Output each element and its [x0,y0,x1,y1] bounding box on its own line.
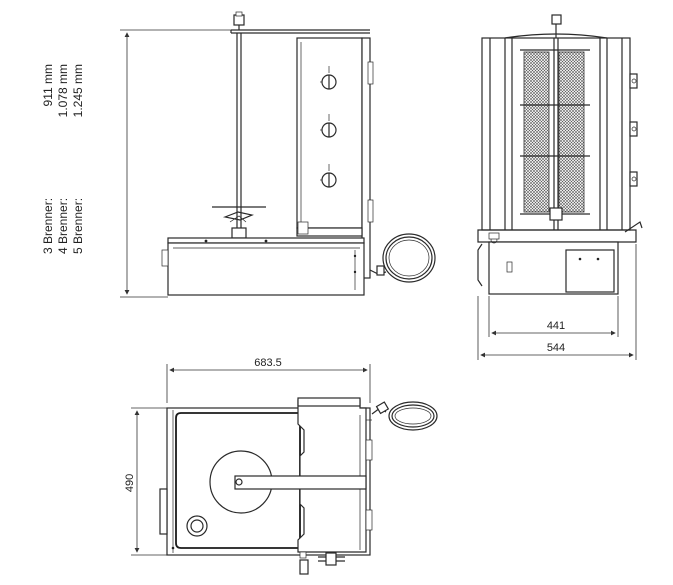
burner-spec-block: 3 Brenner: 911 mm 4 Brenner: 1.078 mm 5 … [41,64,85,254]
dimension-depth: 490 [124,407,167,556]
burner-height-3: 911 mm [41,64,55,106]
front-view: 441 544 [477,14,643,360]
dimension-length: 683.5 [166,357,371,403]
burner-spec-row: 5 Brenner: 1.245 mm [71,64,85,254]
dimension-label-total-width: 544 [547,342,565,354]
side-knob [629,73,638,89]
top-handle [299,552,345,575]
dimension-label-length: 683.5 [254,357,282,369]
burner-housing [296,37,374,279]
top-view: 683.5 490 [124,357,438,575]
spit-arm [234,475,367,490]
burner-label-3: 3 Brenner: [41,198,55,254]
front-base [477,221,643,295]
dimension-441: 441 [488,296,619,337]
dimension-label-depth: 490 [124,474,136,492]
spit-rod [212,11,370,239]
dimension-label-inner-width: 441 [547,320,565,332]
front-housing [481,33,631,231]
burner-label-4: 4 Brenner: [56,198,70,254]
burner-spec-row: 3 Brenner: 911 mm [41,64,55,254]
control-knob [320,164,337,188]
height-dimension [120,29,236,298]
burner-height-5: 1.245 mm [71,64,85,117]
side-knob [629,171,638,187]
burner-height-4: 1.078 mm [56,64,70,117]
burner-label-5: 5 Brenner: [71,198,85,254]
control-knob [320,66,337,90]
control-knob [320,114,337,138]
gas-hose-coil [369,233,436,283]
top-hose-coil [371,401,438,431]
side-view [120,11,436,298]
dimension-544: 544 [477,244,637,360]
base-unit [161,221,365,296]
burner-mesh [520,38,590,230]
burner-spec-row: 4 Brenner: 1.078 mm [56,64,70,254]
side-knob [629,121,638,137]
